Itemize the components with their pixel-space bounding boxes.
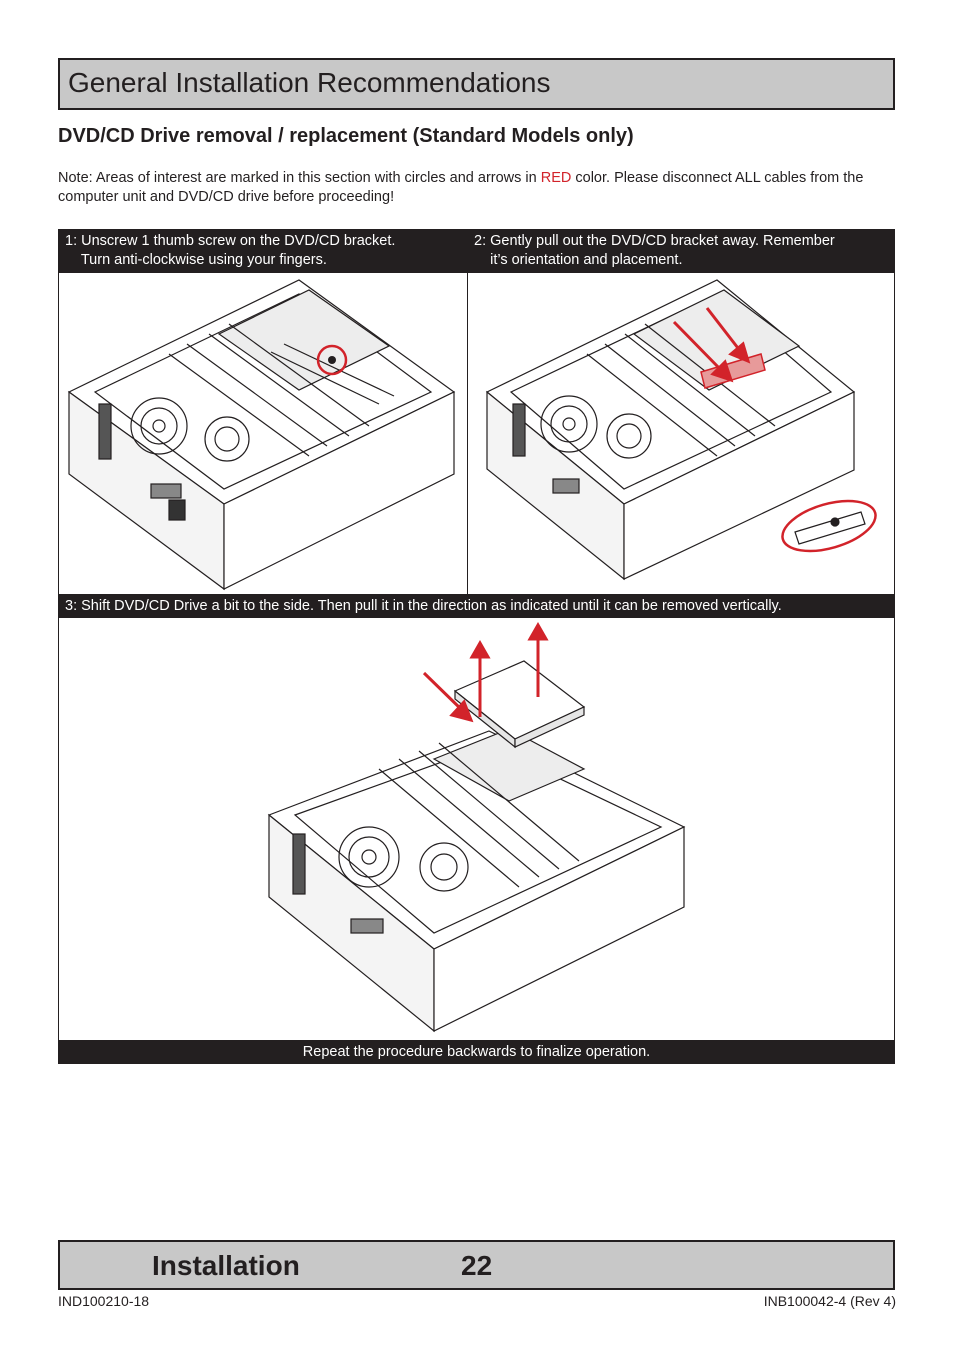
step-2-bar: 2: Gently pull out the DVD/CD bracket aw… (468, 229, 895, 273)
note-paragraph: Note: Areas of interest are marked in th… (58, 169, 878, 207)
figure-3-chassis (267, 621, 686, 1033)
step-2-text: 2: Gently pull out the DVD/CD bracket aw… (474, 233, 835, 268)
note-text-before: Note: Areas of interest are marked in th… (58, 170, 541, 186)
section-title: DVD/CD Drive removal / replacement (Stan… (58, 125, 634, 147)
page-header-title: General Installation Recommendations (68, 67, 551, 98)
note-red-word: RED (540, 170, 572, 186)
header-bar: General Installation Recommendations (58, 58, 895, 110)
document-id-right: INB100042-4 (Rev 4) (763, 1293, 896, 1309)
figure-2-chassis (485, 279, 877, 581)
bracket-removed-circle (781, 499, 877, 553)
panel-divider (467, 273, 468, 594)
footer-bar: Installation 22 (58, 1240, 895, 1290)
closing-text: Repeat the procedure backwards to finali… (302, 1044, 651, 1060)
figure-1-chassis (67, 279, 456, 591)
step-3-text: 3: Shift DVD/CD Drive a bit to the side.… (65, 598, 782, 614)
step-3-bar: 3: Shift DVD/CD Drive a bit to the side.… (58, 594, 895, 618)
thumbscrew-highlight-circle (316, 344, 348, 376)
footer-section-label: Installation (152, 1250, 300, 1281)
page-number: 22 (461, 1250, 493, 1281)
document-id-left: IND100210-18 (58, 1293, 150, 1309)
step-1-text: 1: Unscrew 1 thumb screw on the DVD/CD b… (65, 233, 396, 268)
step-1-bar: 1: Unscrew 1 thumb screw on the DVD/CD b… (58, 229, 468, 273)
note-text-after: color. Please disconnect ALL cables from… (58, 170, 864, 205)
closing-bar: Repeat the procedure backwards to finali… (58, 1040, 895, 1064)
